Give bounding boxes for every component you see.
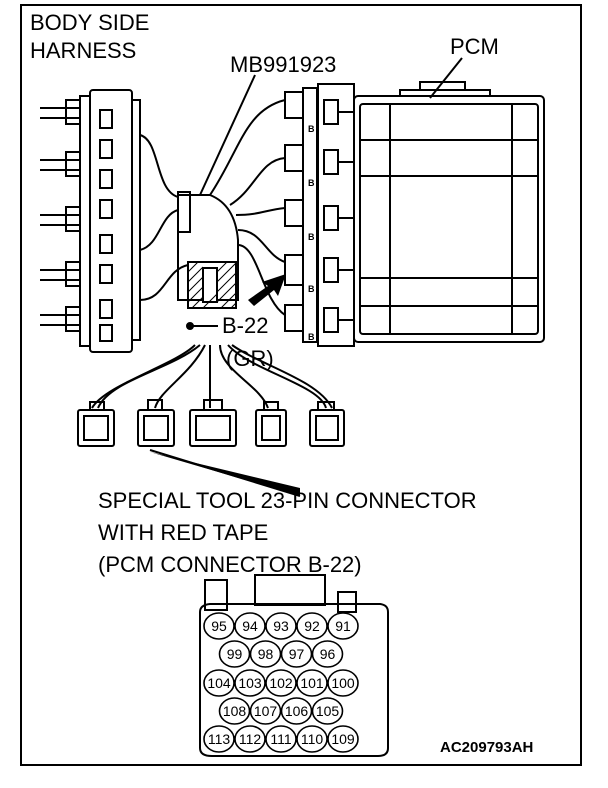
body-side-harness-label-line2: HARNESS — [30, 38, 136, 63]
pin-number: 106 — [285, 703, 309, 719]
pin-number: 100 — [331, 675, 355, 691]
pin-number: 105 — [316, 703, 340, 719]
pin-circle — [311, 697, 344, 725]
pin-grid: 95 94 93 92 91 99 98 97 96 104 103 102 101 100 108 107 1… — [203, 612, 359, 753]
special-tool-label-line3: (PCM CONNECTOR B-22) — [98, 552, 362, 577]
pin-circle — [265, 725, 297, 753]
pin-circle — [327, 669, 359, 697]
pin-circle — [296, 725, 328, 753]
pin-number: 111 — [270, 731, 291, 747]
special-tool-label-line2: WITH RED TAPE — [98, 520, 268, 545]
pin-number: 99 — [227, 646, 243, 662]
pin-number: 93 — [273, 618, 289, 634]
pin-circle — [203, 725, 235, 753]
pcm-harness-connectors — [284, 87, 318, 343]
b22-leader-dot — [186, 322, 194, 330]
pcm-slot-label: B — [308, 178, 315, 188]
pin-number: 110 — [301, 731, 324, 747]
pin-circle — [311, 640, 344, 668]
pin-circle — [265, 669, 297, 697]
body-side-harness-label-line1: BODY SIDE — [30, 10, 149, 35]
pin-number: 95 — [211, 618, 227, 634]
tool-breakout-wires — [91, 344, 333, 409]
pcm-slot-label: B — [308, 124, 315, 134]
pin-number: 109 — [331, 731, 355, 747]
pin-number: 96 — [320, 646, 336, 662]
figure-code: AC209793AH — [440, 739, 533, 756]
connector-label: B-22 — [222, 313, 268, 338]
pin-number: 103 — [238, 675, 262, 691]
pin-connector-face — [199, 574, 389, 757]
pin-circle — [203, 669, 235, 697]
tool-label: MB991923 — [230, 52, 336, 77]
pin-circle — [249, 697, 282, 725]
pcm-slot-label: B — [308, 232, 315, 242]
pin-number: 94 — [242, 618, 258, 634]
pin-circle — [203, 612, 235, 640]
pin-number: 112 — [239, 731, 262, 747]
pin-number: 98 — [258, 646, 274, 662]
pin-circle — [249, 640, 282, 668]
hatch-pattern — [187, 261, 237, 309]
pointer-arrow — [248, 274, 286, 306]
pin-number: 91 — [335, 618, 351, 634]
pin-number: 101 — [300, 675, 324, 691]
pin-number: 104 — [207, 675, 231, 691]
special-tool-connectors — [77, 399, 345, 447]
pin-circle — [327, 612, 359, 640]
pointer-wedge — [150, 452, 300, 496]
pin-circle — [265, 612, 297, 640]
pcm-label: PCM — [450, 34, 499, 59]
pin-number: 97 — [289, 646, 305, 662]
pcm-slot-label: B — [308, 284, 315, 294]
pin-circle — [296, 669, 328, 697]
pin-number: 108 — [223, 703, 247, 719]
pin-circle — [296, 612, 328, 640]
pin-circle — [327, 725, 359, 753]
special-tool-label-line1: SPECIAL TOOL 23-PIN CONNECTOR — [98, 488, 477, 513]
pin-number: 113 — [208, 731, 231, 747]
pin-number: 102 — [269, 675, 293, 691]
pcm-unit — [317, 57, 545, 347]
pin-circle — [234, 725, 266, 753]
body-side-harness-connector — [40, 89, 141, 353]
pcm-slot-label: B — [308, 332, 315, 342]
pin-circle — [234, 669, 266, 697]
pin-circle — [234, 612, 266, 640]
pin-circle — [218, 697, 251, 725]
pin-number: 92 — [304, 618, 320, 634]
tool-mb991923 — [139, 74, 286, 316]
pin-number: 107 — [254, 703, 278, 719]
pin-circle — [280, 640, 313, 668]
pin-circle — [218, 640, 251, 668]
pin-circle — [280, 697, 313, 725]
wire-color-label: (GR) — [226, 346, 274, 371]
